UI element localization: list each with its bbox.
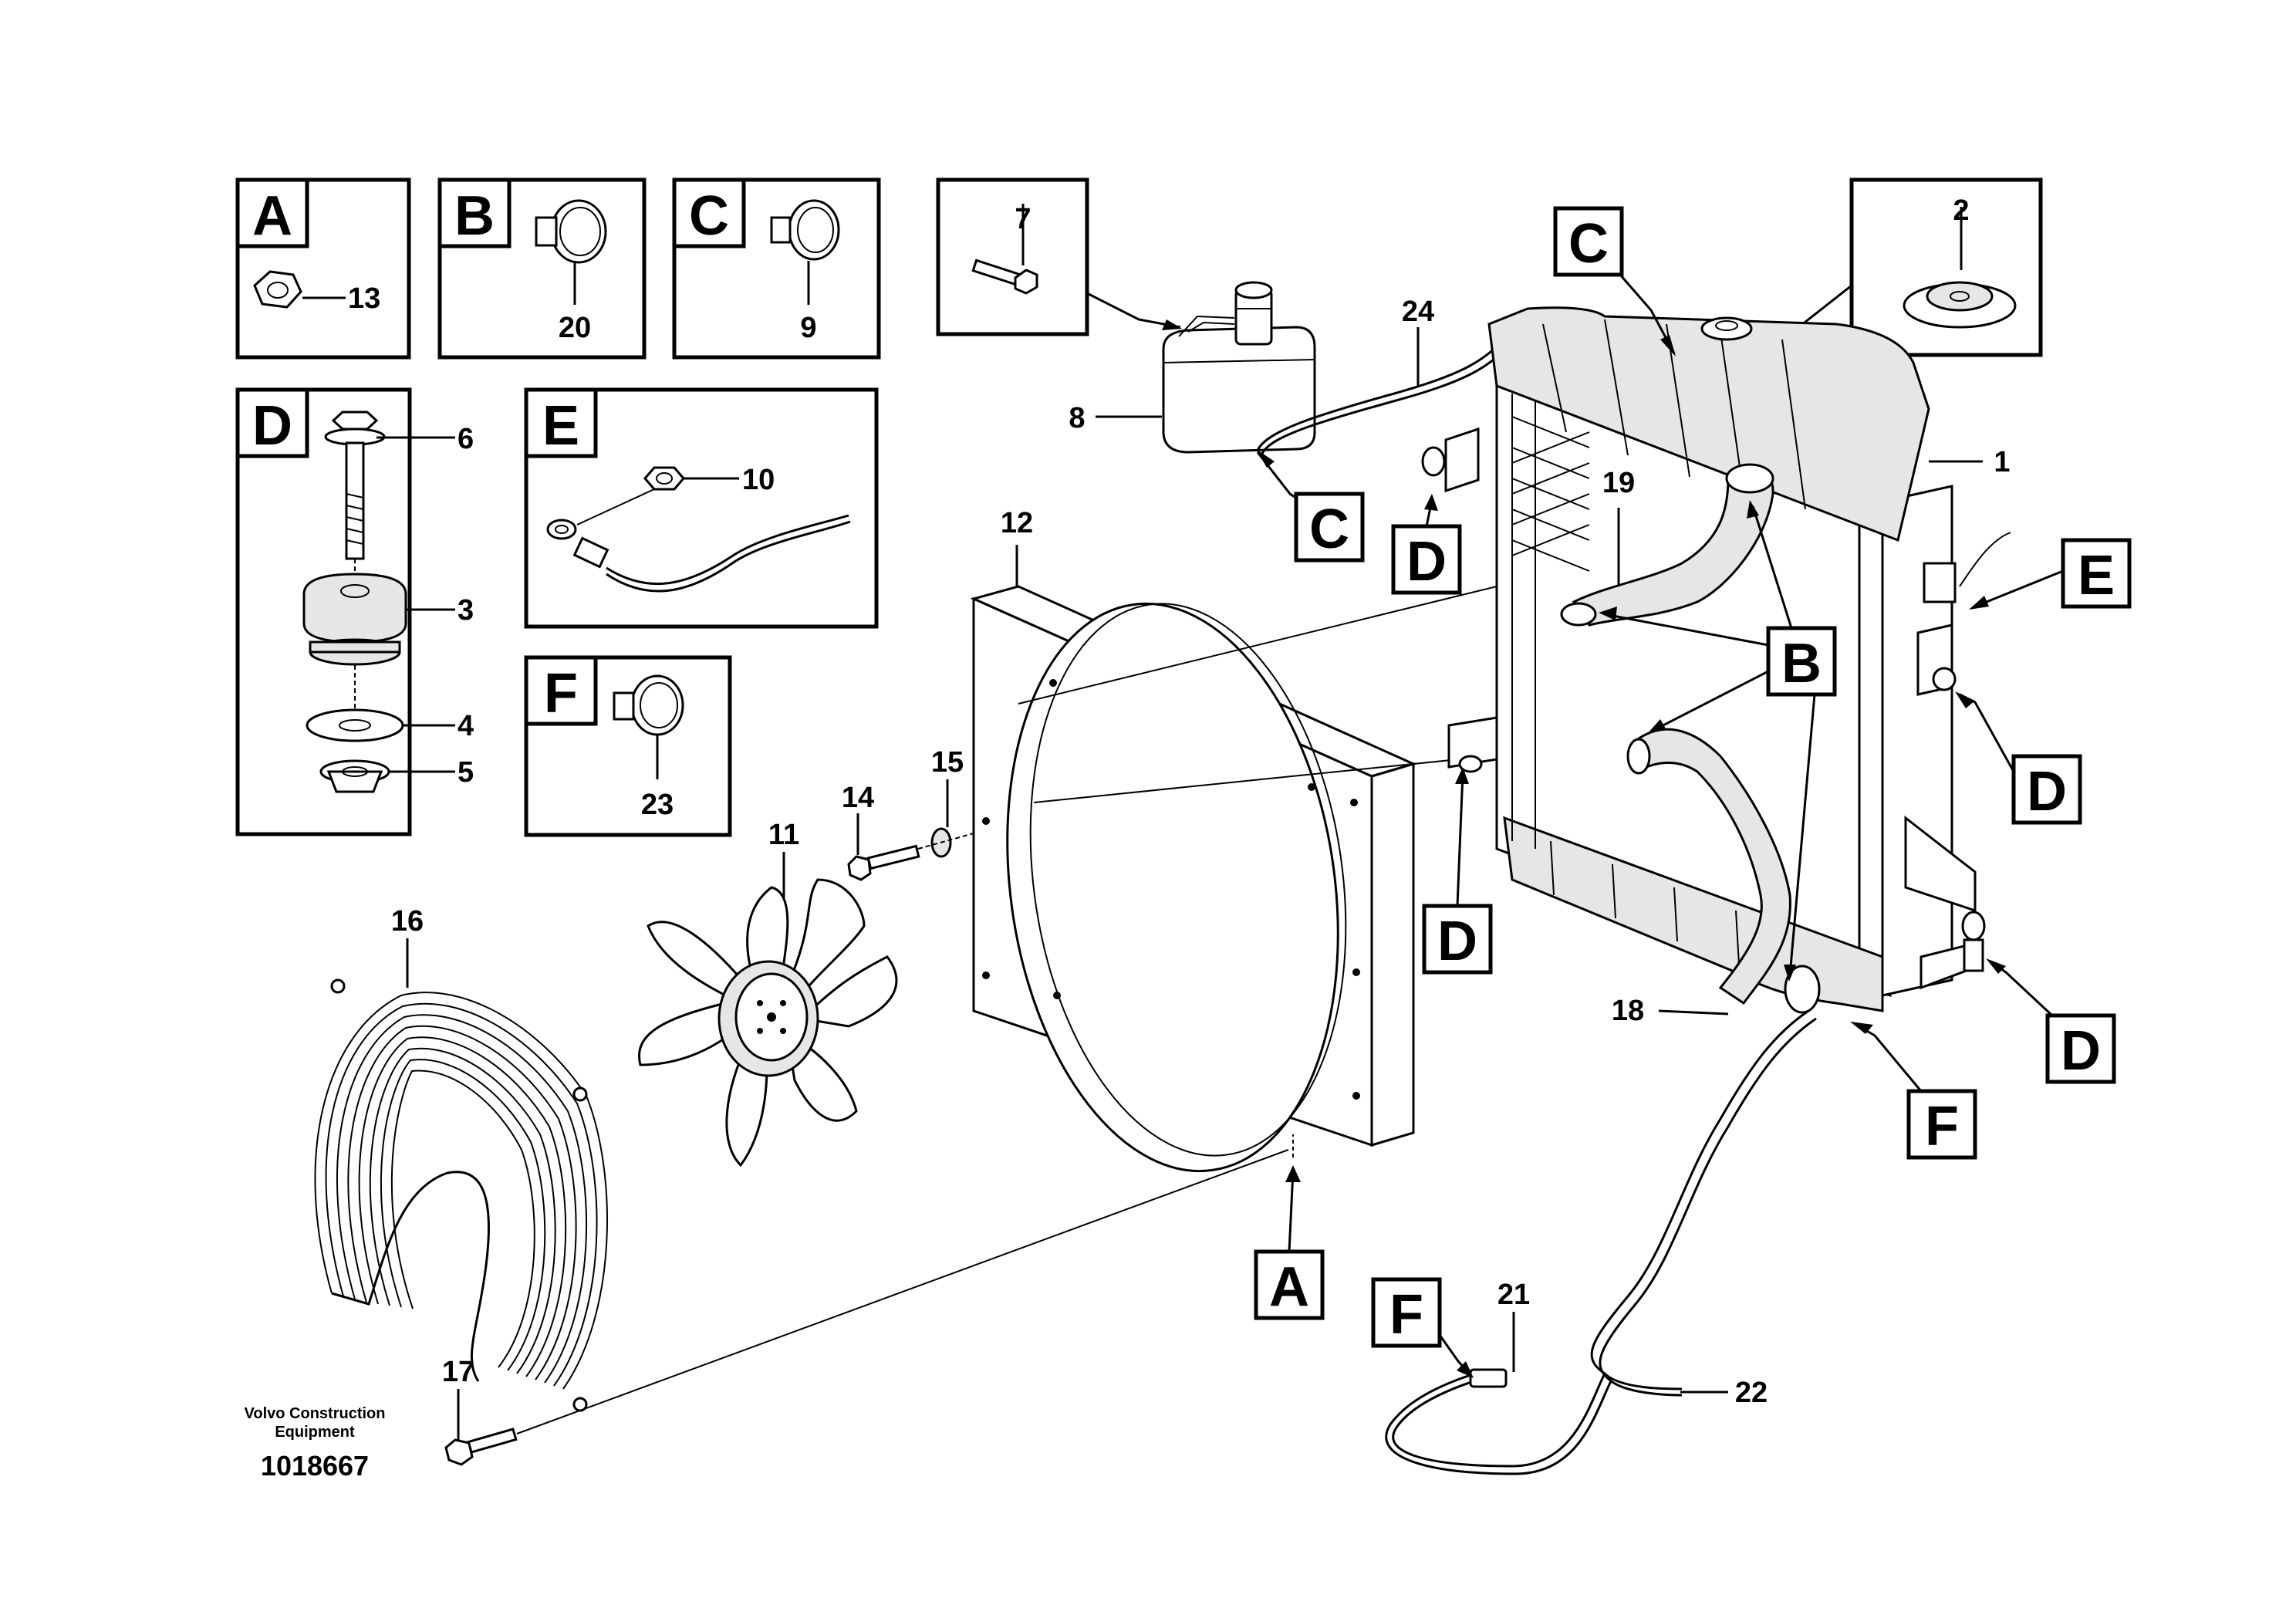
footer: Volvo Construction Equipment 1018667 (245, 1405, 386, 1482)
detail-letter-c: C (689, 185, 729, 247)
svg-text:D: D (1406, 531, 1447, 593)
svg-text:C: C (1309, 498, 1349, 560)
screw-part (971, 259, 1038, 295)
callout-d-right: D (1916, 623, 2082, 825)
company-name-line1: Volvo Construction (245, 1405, 386, 1422)
washer-part (306, 708, 404, 742)
svg-text:C: C (1568, 213, 1609, 275)
flange-bolt-part (324, 411, 386, 560)
part-number-15: 15 (931, 746, 964, 779)
part-number-11: 11 (768, 819, 799, 851)
callout-f-hose: F (1371, 1277, 1474, 1378)
svg-text:B: B (1781, 633, 1822, 694)
expansion-tank (1162, 281, 1316, 454)
cooling-fan (638, 878, 898, 1168)
part-number-3: 3 (458, 594, 474, 627)
ground-cable-part (546, 514, 851, 593)
part-number-13: 13 (348, 282, 380, 315)
mount-nut (1916, 623, 1957, 696)
part-number-2: 2 (1953, 194, 1969, 227)
detail-letter-a: A (252, 185, 292, 247)
part-number-14: 14 (842, 782, 874, 814)
part-number-10: 10 (742, 464, 775, 496)
detail-letter-d: D (252, 395, 292, 457)
callout-e: E (1923, 532, 2132, 610)
mount-nut (1421, 427, 1480, 493)
callout-b: B (1599, 500, 1837, 982)
part-number-9: 9 (800, 312, 816, 344)
lower-radiator-hose (1626, 728, 1821, 1014)
radiator-cap-part (1903, 281, 2017, 329)
svg-text:D: D (2027, 761, 2067, 823)
hose-clamp-part (535, 199, 607, 264)
callout-d-bottom: D (1961, 911, 2116, 1084)
drain-hose (1385, 1009, 1817, 1475)
callout-c-tank: C (1256, 449, 1365, 563)
part-number-12: 12 (1001, 507, 1033, 539)
part-number-1: 1 (1994, 446, 2010, 478)
guard-bolt (444, 1428, 518, 1466)
fan-guard (314, 978, 609, 1412)
radiator (1487, 306, 1984, 1012)
svg-text:D: D (1437, 911, 1477, 972)
detail-box-f: F 23 (524, 655, 732, 837)
nut-part (253, 270, 302, 309)
svg-text:A: A (1269, 1256, 1309, 1318)
part-number-5: 5 (458, 756, 474, 789)
part-number-6: 6 (458, 423, 474, 455)
detail-box-c: C 9 (672, 177, 881, 360)
mount-nut (1961, 911, 1986, 972)
detail-box-b: B 20 (437, 177, 647, 360)
callout-d-left: D (1391, 427, 1480, 595)
detail-box-d: D 6 3 4 (235, 387, 474, 836)
drawing-number: 1018667 (261, 1450, 369, 1482)
part-number-7: 7 (1015, 203, 1031, 235)
flange-nut-part (643, 466, 685, 491)
detail-box-a: A 13 (235, 177, 411, 360)
detail-letter-b: B (454, 185, 495, 247)
svg-text:D: D (2061, 1020, 2101, 1082)
part-number-24: 24 (1402, 296, 1434, 328)
flange-nut-part (319, 759, 390, 793)
hose-clamp-part (770, 199, 840, 261)
mount-nut (1447, 716, 1498, 773)
part-number-22: 22 (1735, 1377, 1768, 1409)
detail-box-e: E 10 (524, 387, 879, 629)
rubber-mount-part (302, 573, 407, 666)
part-number-20: 20 (559, 312, 591, 344)
company-name-line2: Equipment (275, 1424, 355, 1441)
upper-radiator-hose (1560, 463, 1774, 627)
callout-a: A (1254, 1134, 1325, 1320)
part-number-16: 16 (391, 905, 424, 938)
detail-box-screw: 7 (936, 177, 1182, 336)
shroud-washer (917, 827, 974, 858)
part-number-17: 17 (442, 1356, 474, 1388)
fan-shroud (970, 585, 1497, 1173)
svg-text:F: F (1389, 1284, 1423, 1346)
callout-c-top: C (1553, 206, 1676, 357)
shroud-bolt (847, 844, 920, 881)
part-number-23: 23 (641, 789, 674, 821)
detail-letter-f: F (544, 663, 578, 725)
detail-box-cap: 2 (1742, 177, 2043, 357)
callout-d-mid: D (1422, 716, 1498, 975)
part-number-4: 4 (458, 710, 474, 742)
detail-letter-e: E (542, 395, 579, 457)
part-number-18: 18 (1612, 995, 1644, 1027)
part-number-21: 21 (1497, 1279, 1530, 1311)
part-number-8: 8 (1069, 402, 1085, 434)
svg-text:E: E (2078, 545, 2115, 607)
part-number-19: 19 (1602, 467, 1635, 499)
svg-text:F: F (1925, 1096, 1959, 1157)
callout-f-radiator: F (1850, 1022, 1977, 1160)
